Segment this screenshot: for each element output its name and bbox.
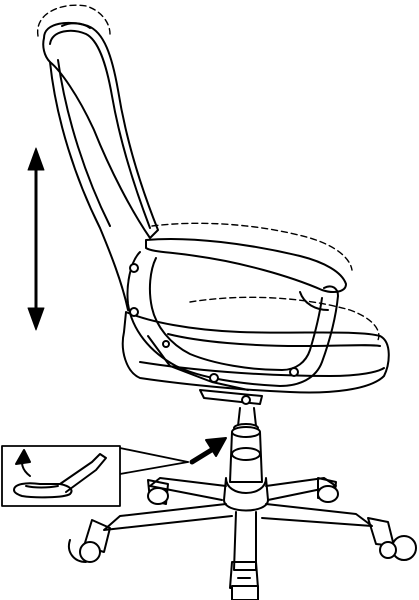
height-arrow-icon (27, 147, 45, 331)
pointer-arrow-icon (189, 437, 227, 465)
backrest (42, 21, 159, 311)
seat-height-lever (13, 453, 107, 499)
gas-lift (229, 407, 263, 483)
casters (68, 477, 417, 600)
lever-lift-arrow-icon (15, 449, 31, 477)
seat (121, 296, 390, 394)
armrest (126, 222, 353, 391)
seat-mechanism (199, 389, 263, 405)
backrest-recline-indicator (37, 4, 111, 37)
